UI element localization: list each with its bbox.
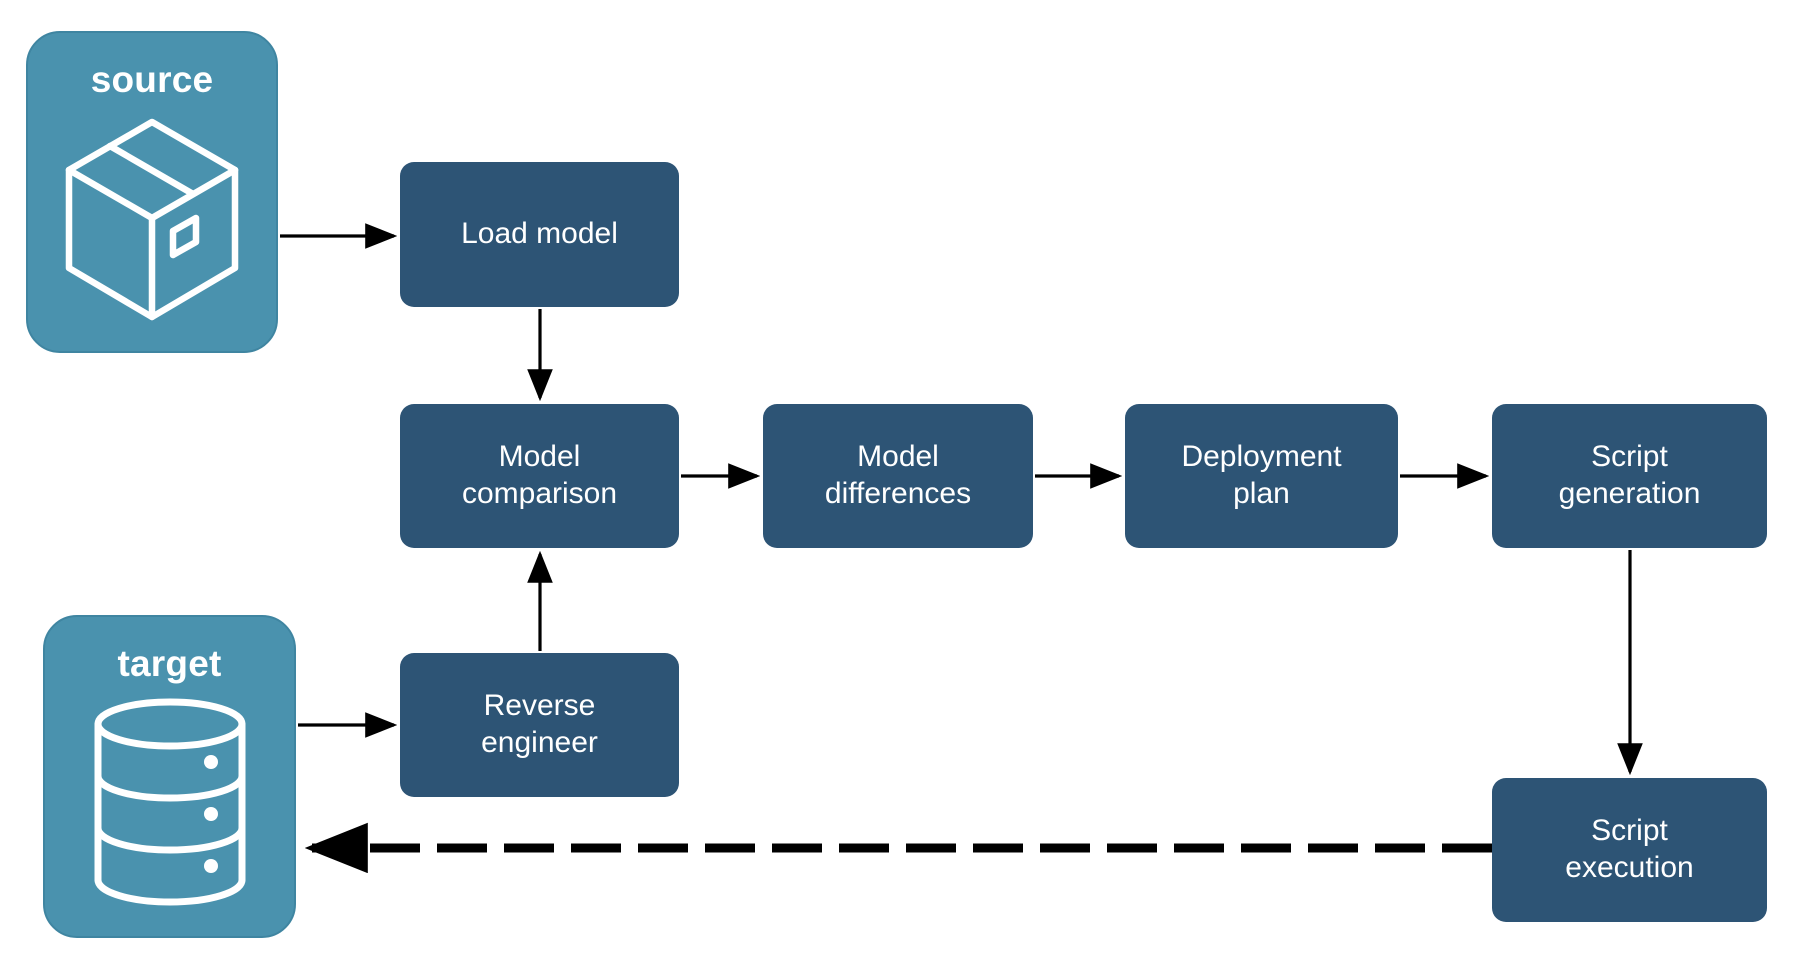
node-model-differences-line-1: Model [857,440,939,474]
node-reverse-engineer-line-1: Reverse [483,689,596,723]
endpoint-target-label: target [117,643,222,684]
node-load-model[interactable]: Load model [400,162,679,307]
node-reverse-engineer-line-2: engineer [481,726,598,759]
node-model-comparison-line-1: Model [498,440,581,474]
node-model-differences[interactable]: Model differences [763,404,1033,548]
node-model-comparison-line-2: comparison [461,477,618,510]
endpoint-source-label: source [90,59,214,100]
node-load-model-line-1: Load model [461,217,618,251]
endpoint-target[interactable]: target [43,615,296,938]
node-deployment-plan-line-2: plan [1233,477,1290,510]
node-model-comparison[interactable]: Model comparison [400,404,679,548]
node-script-execution-line-2: execution [1565,851,1694,884]
node-script-generation-line-1: Script [1591,440,1668,474]
node-script-execution[interactable]: Script execution [1492,778,1767,922]
database-cylinder-icon [94,698,245,906]
node-model-differences-line-2: differences [824,477,972,510]
node-script-execution-line-1: Script [1591,814,1668,848]
package-box-icon [65,118,239,321]
node-script-generation-line-2: generation [1558,477,1701,510]
node-deployment-plan-line-1: Deployment [1181,440,1342,474]
node-deployment-plan[interactable]: Deployment plan [1125,404,1398,548]
node-script-generation[interactable]: Script generation [1492,404,1767,548]
node-reverse-engineer[interactable]: Reverse engineer [400,653,679,797]
endpoint-source[interactable]: source [26,31,278,353]
